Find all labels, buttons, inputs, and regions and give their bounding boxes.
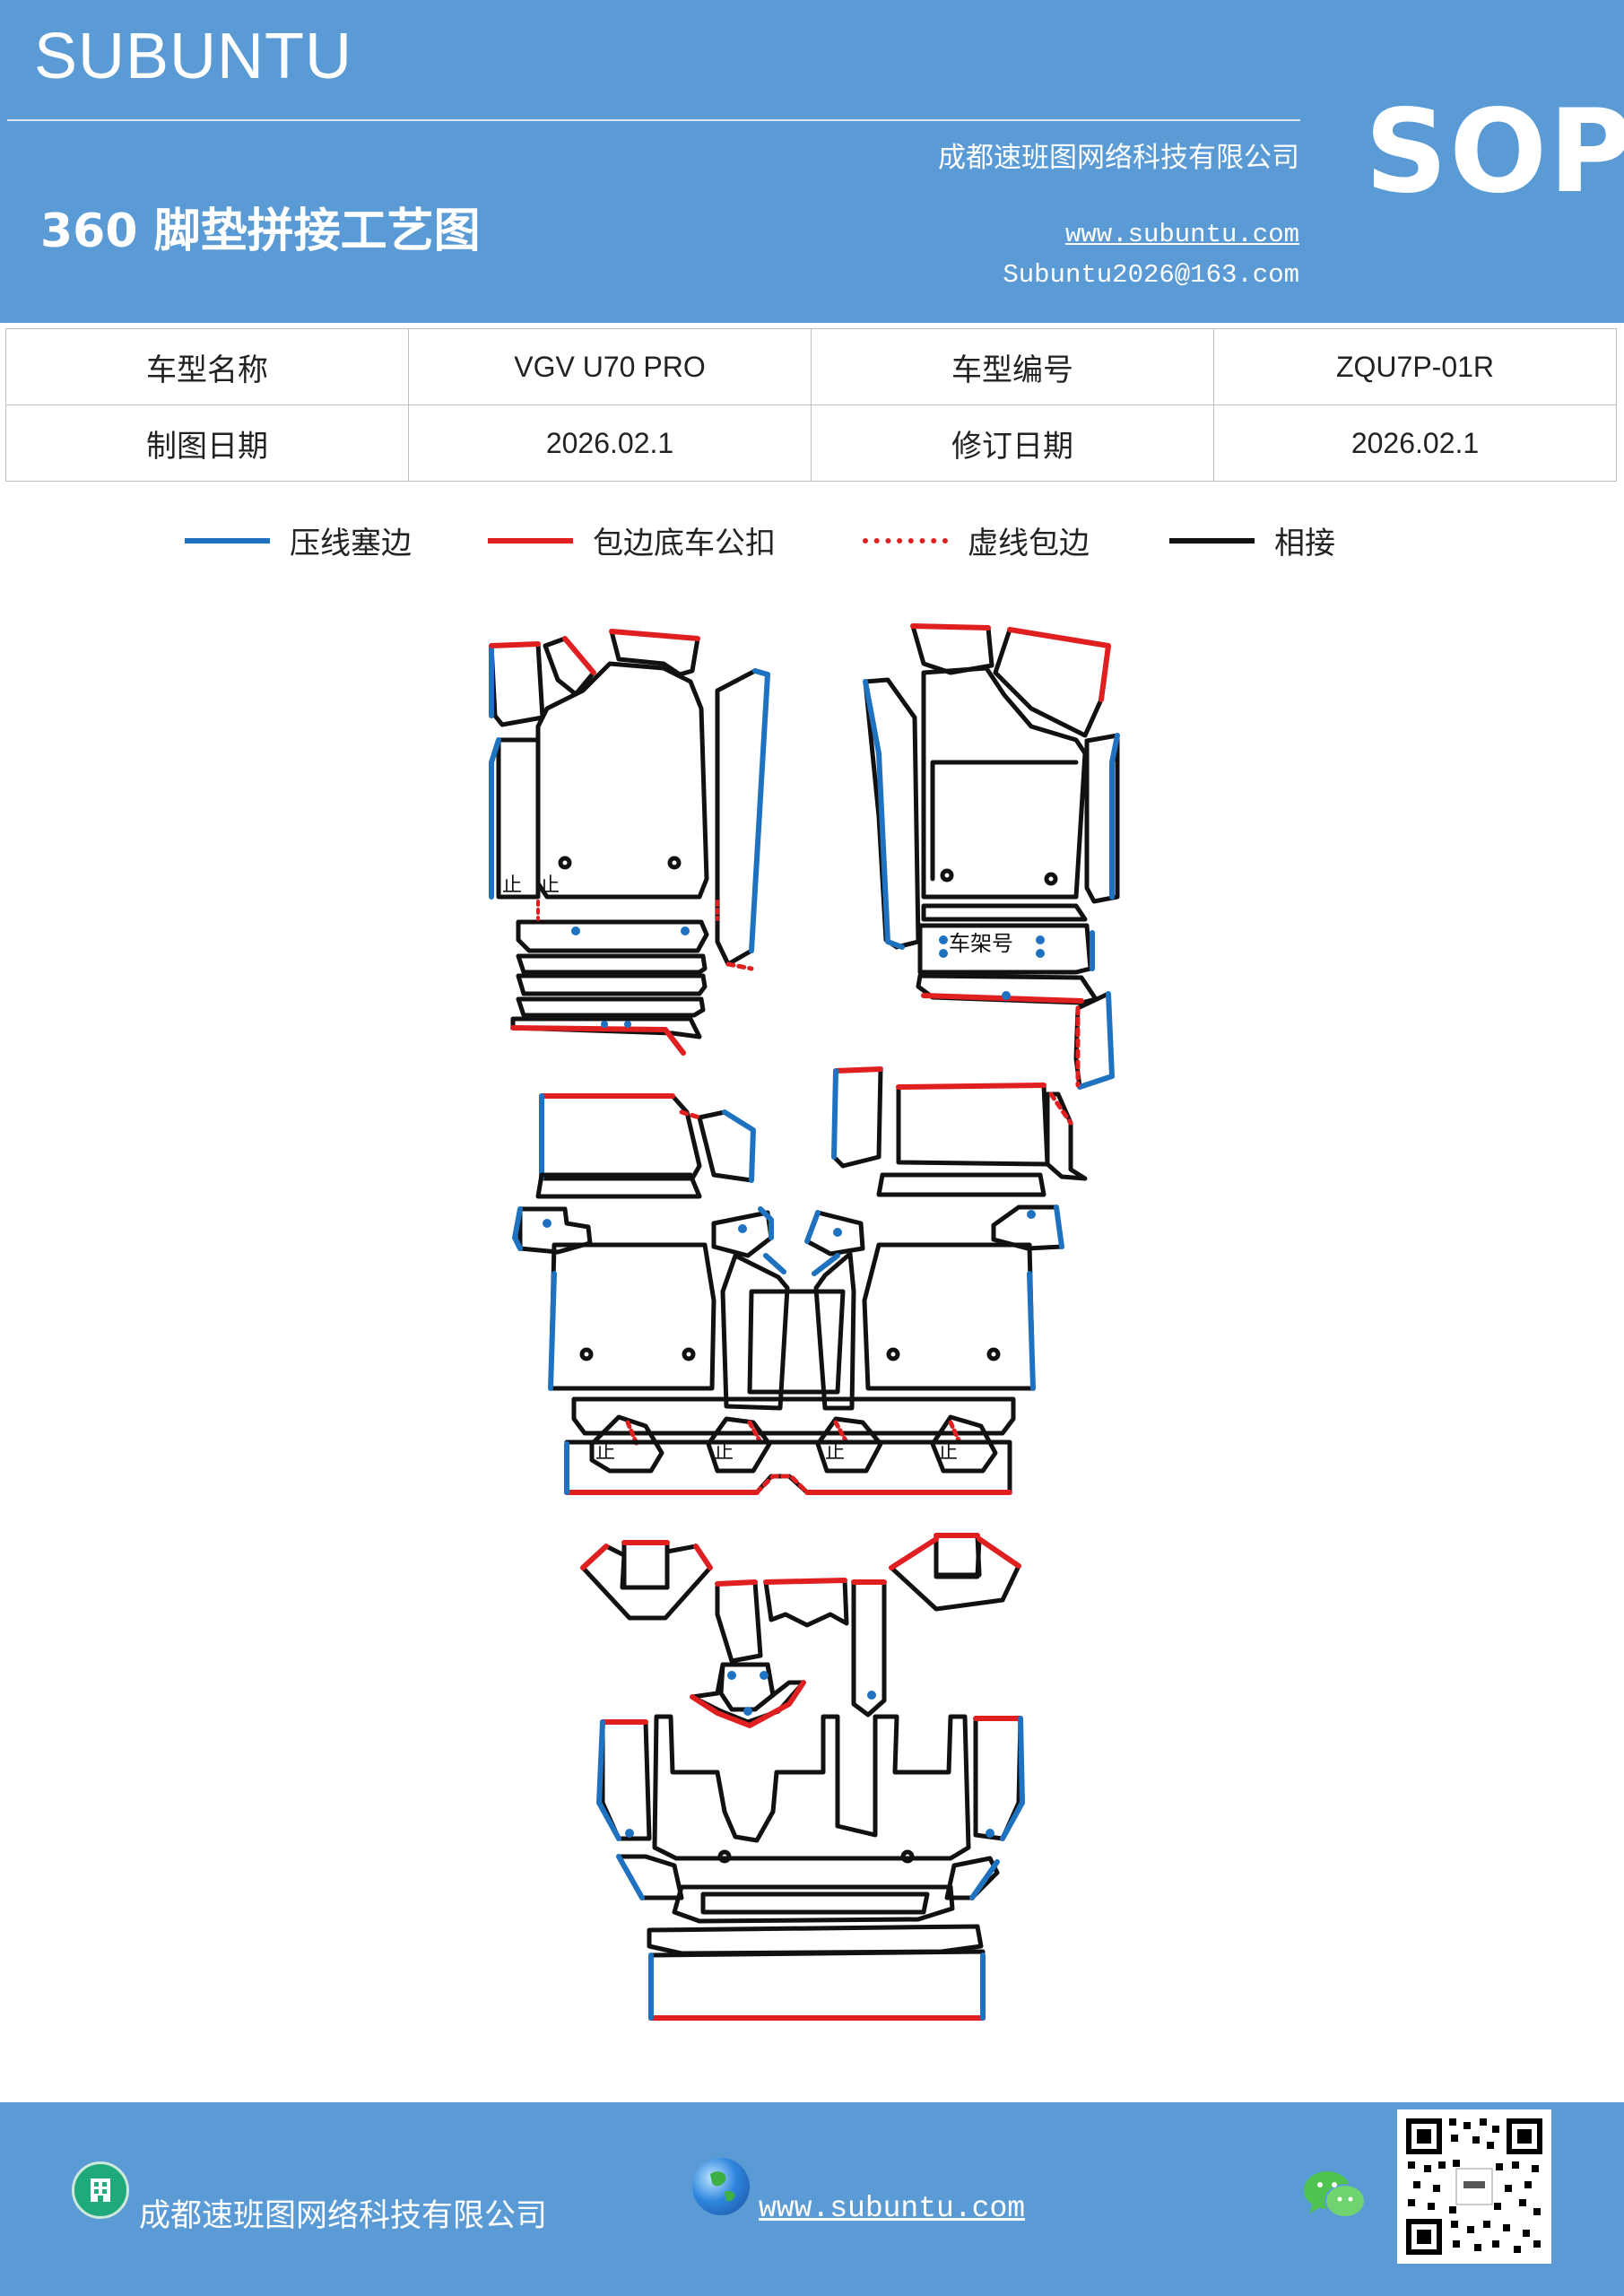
legend-item: 相接: [1169, 518, 1335, 562]
table-cell-value: ZQU7P-01R: [1213, 328, 1617, 405]
diagram-mark: 止: [714, 1441, 734, 1464]
diagram-mark: 止: [938, 1441, 958, 1464]
wechat-icon[interactable]: [1302, 2167, 1367, 2222]
floor-mat-diagram: 止 止 车架号: [489, 623, 1120, 2021]
table-cell-label: 车型名称: [5, 328, 409, 405]
legend: 压线塞边 包边底车公扣 虚线包边 相接: [0, 518, 1624, 581]
page-title: 360 脚垫拼接工艺图: [40, 204, 481, 258]
diagram-mark: 止: [825, 1441, 845, 1464]
legend-label: 包边底车公扣: [593, 526, 776, 561]
table-cell-label: 车型编号: [811, 328, 1214, 405]
table-cell-value: 2026.02.1: [408, 404, 812, 482]
front-left-mat: 止 止: [489, 629, 770, 1056]
second-row-mats: 止 止 止 止: [512, 1066, 1088, 1495]
footer-company: 成都速班图网络科技有限公司: [139, 2198, 548, 2234]
table-cell-label: 修订日期: [811, 404, 1214, 482]
legend-item: 虚线包边: [863, 518, 1090, 562]
third-row-mats: [580, 1533, 1025, 2021]
legend-swatch-black: [1169, 537, 1255, 544]
header-divider: [7, 119, 1300, 121]
footer-banner: 成都速班图网络科技有限公司 www.subuntu.com: [0, 2102, 1624, 2296]
building-icon: [72, 2161, 129, 2219]
brand-name: SUBUNTU: [34, 21, 353, 92]
sop-badge: SOP: [1365, 85, 1624, 219]
table-row: 制图日期 2026.02.1 修订日期 2026.02.1: [5, 404, 1617, 482]
diagram-mark: 止: [502, 874, 522, 897]
legend-label: 相接: [1274, 526, 1335, 561]
legend-swatch-red-dotted: [863, 537, 948, 544]
legend-swatch-blue: [185, 537, 270, 544]
globe-icon: [692, 2158, 750, 2215]
header-website-link[interactable]: www.subuntu.com: [1064, 220, 1299, 249]
header-banner: SUBUNTU 成都速班图网络科技有限公司 360 脚垫拼接工艺图 www.su…: [0, 0, 1624, 323]
footer-website-link[interactable]: www.subuntu.com: [759, 2192, 1026, 2225]
diagram-mark: 止: [540, 874, 560, 897]
legend-label: 虚线包边: [968, 526, 1090, 561]
legend-swatch-red: [488, 537, 573, 544]
header-email[interactable]: Subuntu2026@163.com: [1003, 260, 1299, 290]
qr-code: [1397, 2109, 1551, 2264]
legend-label: 压线塞边: [290, 526, 412, 561]
table-cell-value: VGV U70 PRO: [408, 328, 812, 405]
header-company: 成都速班图网络科技有限公司: [938, 142, 1299, 174]
table-row: 车型名称 VGV U70 PRO 车型编号 ZQU7P-01R: [5, 328, 1617, 405]
legend-item: 包边底车公扣: [488, 518, 776, 562]
table-cell-value: 2026.02.1: [1213, 404, 1617, 482]
info-table: 车型名称 VGV U70 PRO 车型编号 ZQU7P-01R 制图日期 202…: [5, 328, 1617, 482]
diagram-mark: 止: [595, 1441, 615, 1464]
front-right-mat: 车架号: [863, 623, 1120, 1090]
legend-item: 压线塞边: [185, 518, 412, 562]
diagram-mark: 车架号: [949, 931, 1013, 956]
table-cell-label: 制图日期: [5, 404, 409, 482]
